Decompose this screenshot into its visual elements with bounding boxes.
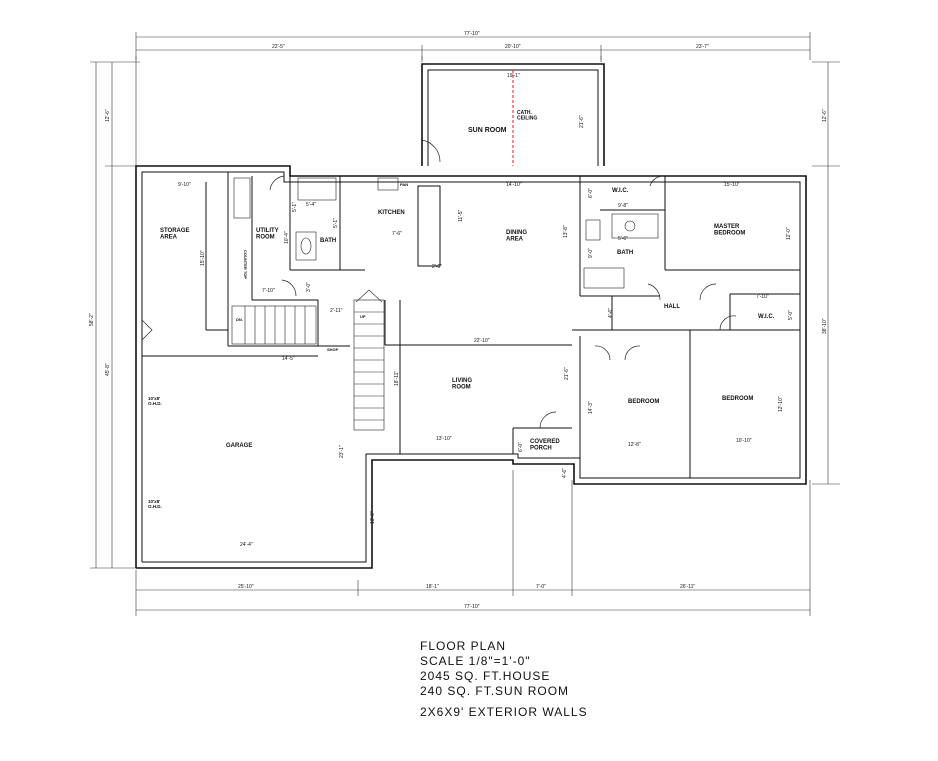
dim-bed1-h: 14'-3" xyxy=(588,401,594,414)
dim-bath-h: 5'-1" xyxy=(333,218,339,228)
note-sunroom-sqft: 240 SQ. FT.SUN ROOM xyxy=(420,684,569,698)
note-house-sqft: 2045 SQ. FT.HOUSE xyxy=(420,669,550,683)
dim-left-total: 58'-2" xyxy=(89,313,95,326)
dim-garage-w: 24'-4" xyxy=(240,542,253,548)
label-pan: PAN xyxy=(400,182,408,187)
dim-bed1-w: 12'-8" xyxy=(628,442,641,448)
dim-bed2-w: 10'-10" xyxy=(736,438,752,444)
dim-bath2-w: 9'-8" xyxy=(618,203,628,209)
dim-top-right: 23'-7" xyxy=(696,44,709,50)
note-floor-plan: FLOOR PLAN xyxy=(420,639,506,653)
label-bedroom-2: BEDROOM xyxy=(722,396,753,402)
dim-kitchen-2: 11'-5" xyxy=(458,209,464,222)
label-sun-room: SUN ROOM xyxy=(468,127,507,134)
dim-sun-width: 19'-1" xyxy=(507,73,520,79)
label-dn: DN. xyxy=(236,317,243,322)
dim-stair-1: 7'-10" xyxy=(262,288,275,294)
dim-garage-h: 23'-1" xyxy=(339,445,345,458)
dim-bot-3: 7'-0" xyxy=(536,584,546,590)
label-bath-master: BATH xyxy=(617,250,633,256)
dim-living-2: 13'-10" xyxy=(436,436,452,442)
dim-right-lower: 38'-10" xyxy=(822,318,828,334)
dim-stair-w: 14'-5" xyxy=(282,356,295,362)
label-hall: HALL xyxy=(664,304,680,310)
label-bedroom-1: BEDROOM xyxy=(628,399,659,405)
dim-mb-h: 12'-0" xyxy=(786,227,792,240)
dim-living-w: 22'-10" xyxy=(474,338,490,344)
dim-kitchen-w: 7'-6" xyxy=(392,231,402,237)
note-scale: SCALE 1/8"=1'-0" xyxy=(420,654,531,668)
dim-left-top: 12'-6" xyxy=(105,109,111,122)
dim-garage-2: 13'-6" xyxy=(370,511,376,524)
dim-bath-w: 5'-4" xyxy=(306,202,316,208)
title-block: FLOOR PLAN SCALE 1/8"=1'-0" 2045 SQ. FT.… xyxy=(420,639,588,719)
dim-porch-2: 4'-6" xyxy=(562,468,568,478)
dim-bot-2: 18'-1" xyxy=(426,584,439,590)
dim-storage-w: 9'-10" xyxy=(178,182,191,188)
dim-porch-1: 6'-0" xyxy=(518,442,524,452)
dim-wic-h: 6'-0" xyxy=(588,188,594,198)
label-kitchen: KITCHEN xyxy=(378,210,405,216)
dim-left-lower: 45'-8" xyxy=(105,363,111,376)
dim-top-mid: 20'-10" xyxy=(505,44,521,50)
dim-bot-1: 25'-10" xyxy=(238,584,254,590)
dim-living-h: 18'-11" xyxy=(394,371,400,386)
dim-bath2-h: 9'-0" xyxy=(588,248,594,258)
dim-stair-4: 2'-11" xyxy=(330,308,343,314)
dim-sun-depth: 21'-6" xyxy=(579,115,585,128)
dim-stair-3: 5'-1" xyxy=(292,202,298,212)
dimension-labels: 77'-10" 22'-5" 20'-10" 23'-7" 19'-1" 21'… xyxy=(89,31,828,610)
dim-hall-h: 4'-6" xyxy=(608,308,614,318)
dim-overall-bottom: 77'-10" xyxy=(464,604,480,610)
exterior-walls xyxy=(135,63,807,569)
dim-util-h: 10'-4" xyxy=(284,231,290,244)
dim-wic2-h: 5'-0" xyxy=(788,310,794,320)
dimension-lines xyxy=(90,32,840,616)
dim-bed2-h: 12'-10" xyxy=(778,396,784,412)
dim-dining-w: 14'-10" xyxy=(506,182,522,188)
label-bath-main: BATH xyxy=(320,238,336,244)
label-shop: SHOP xyxy=(327,347,339,352)
dim-overall-top: 77'-10" xyxy=(464,31,480,37)
dim-living-3: 21'-6" xyxy=(564,367,570,380)
dim-kitchen-3: 2'-6" xyxy=(432,264,442,270)
stairs xyxy=(231,289,385,431)
dim-wic2-w: 7'-10" xyxy=(756,294,769,300)
dim-bath2-2: 5'-6" xyxy=(618,236,628,242)
label-cath-ceiling: CATH.CEILING xyxy=(517,110,537,122)
dim-bot-4: 26'-11" xyxy=(680,584,695,590)
label-ohd-2: 10'x8'O.H.D. xyxy=(148,499,162,509)
label-wic-small: W.I.C. xyxy=(758,314,775,320)
label-wic-master: W.I.C. xyxy=(612,188,629,194)
label-up: UP xyxy=(360,314,366,319)
dim-top-left: 22'-5" xyxy=(272,44,285,50)
dim-stair-2: 3'-0" xyxy=(306,282,312,292)
label-garage: GARAGE xyxy=(226,443,252,449)
door-swings xyxy=(141,139,737,429)
dim-mb-w: 15'-10" xyxy=(724,182,740,188)
note-exterior-walls: 2X6X9' EXTERIOR WALLS xyxy=(420,705,588,719)
dim-dining-h: 13'-8" xyxy=(563,225,569,238)
interior-walls xyxy=(142,172,800,478)
label-counter-top: COUNTER TOP xyxy=(243,250,248,279)
label-ohd-1: 10'x8'O.H.D. xyxy=(148,396,162,406)
dim-right-top: 12'-6" xyxy=(822,109,828,122)
fixtures xyxy=(233,177,659,289)
dim-storage-h: 15'-10" xyxy=(200,250,206,266)
